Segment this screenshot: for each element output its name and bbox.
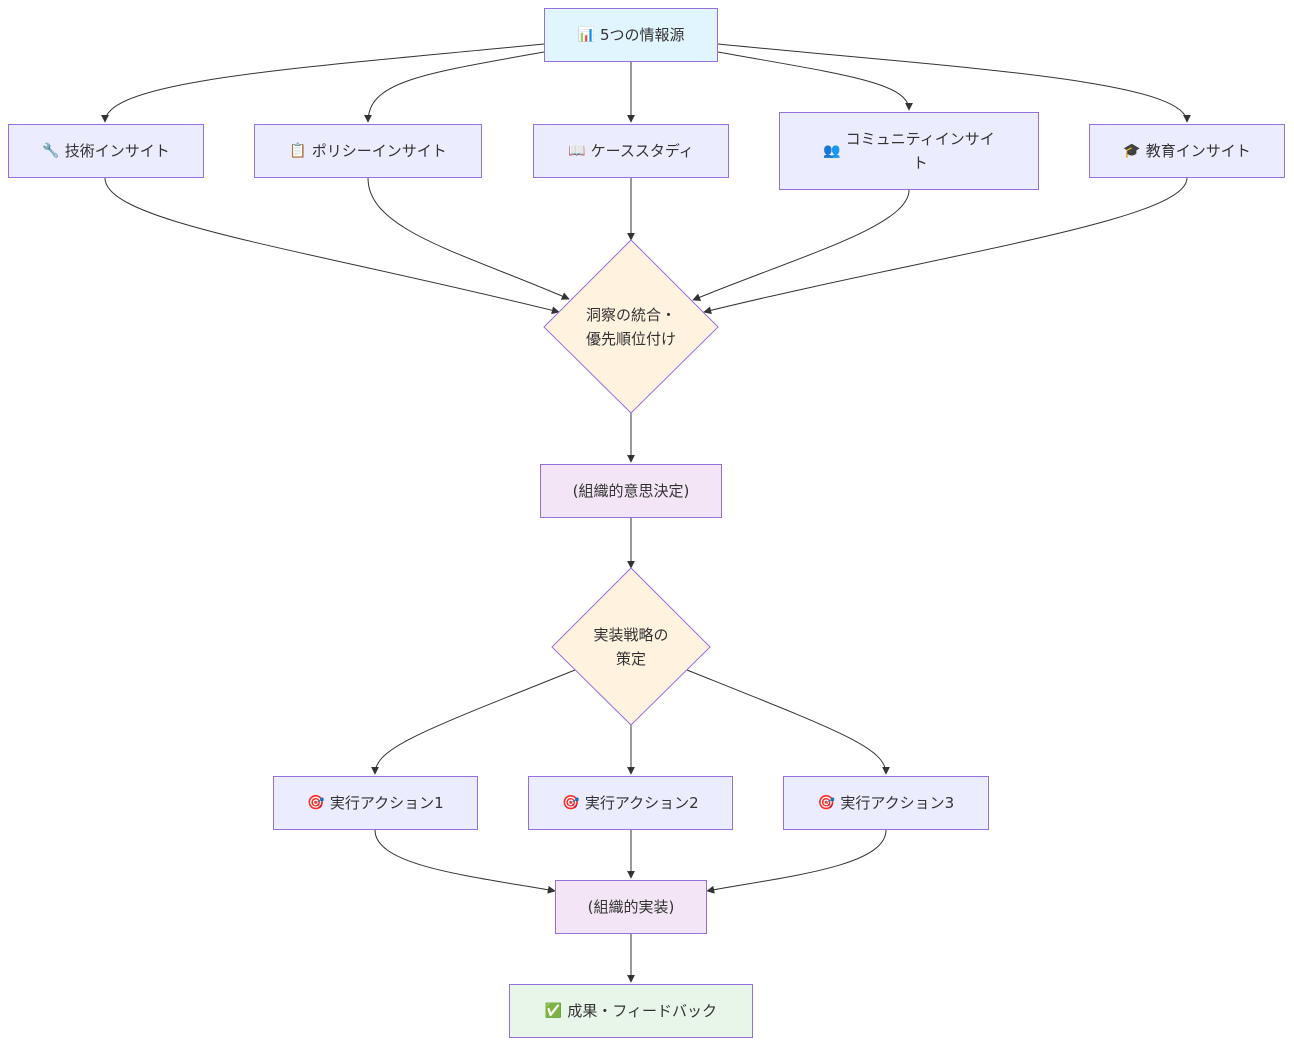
education-insight-node: 🎓 教育インサイト [1089,124,1285,178]
organizational-decision-label: (組織的意思決定) [572,482,690,500]
edge-source-to-tech [101,43,545,123]
community-insight-label: コミュニティインサイ ト [845,130,995,172]
action-2-label: 実行アクション2 [584,794,699,812]
action-1-label: 実行アクション1 [329,794,444,812]
edge-tech-to-integrate [104,177,560,315]
target-icon: 🎯 [307,795,325,811]
community-insight-node: 👥 コミュニティインサイ ト [779,112,1039,190]
action-3-node: 🎯 実行アクション3 [783,776,989,830]
bar-chart-icon: 📊 [577,27,595,43]
target-icon: 🎯 [562,795,580,811]
technical-insight-label: 技術インサイト [64,142,170,160]
case-study-label: ケーススタディ [590,142,694,160]
organizational-decision-node: (組織的意思決定) [540,464,722,518]
integration-prioritization-label: 洞察の統合・ 優先順位付け [585,306,676,348]
integration-decision-shape [543,239,719,414]
wrench-icon: 🔧 [42,143,60,159]
strategy-decision-shape [551,567,711,726]
edge-education-to-integrate [703,177,1188,315]
edge-source-to-education [717,43,1191,123]
results-feedback-node: ✅ 成果・フィードバック [509,984,753,1038]
policy-insight-label: ポリシーインサイト [311,142,447,160]
policy-insight-node: 📋 ポリシーインサイト [254,124,482,178]
action-1-node: 🎯 実行アクション1 [273,776,478,830]
check-mark-icon: ✅ [544,1003,563,1019]
case-study-node: 📖 ケーススタディ [533,124,729,178]
edge-community-to-integrate [692,189,910,301]
edge-strategy-to-action3 [686,669,890,775]
edge-action1-to-implement [374,829,556,894]
results-feedback-label: 成果・フィードバック [567,1002,718,1020]
implementation-strategy-label: 実装戦略の 策定 [593,626,669,668]
open-book-icon: 📖 [568,143,586,159]
technical-insight-node: 🔧 技術インサイト [8,124,204,178]
organizational-implementation-node: (組織的実装) [555,880,707,934]
edge-action3-to-implement [706,829,887,894]
edge-strategy-to-action1 [371,669,576,775]
information-sources-label: 5つの情報源 [599,26,685,44]
edge-policy-to-integrate [367,177,570,300]
graduation-cap-icon: 🎓 [1123,143,1141,159]
action-2-node: 🎯 実行アクション2 [528,776,733,830]
target-icon: 🎯 [817,795,836,811]
information-sources-node: 📊 5つの情報源 [544,8,718,62]
organizational-implementation-label: (組織的実装) [587,898,675,916]
people-icon: 👥 [823,143,841,159]
edge-source-to-community [717,51,913,111]
education-insight-label: 教育インサイト [1145,142,1251,160]
clipboard-icon: 📋 [289,143,307,159]
action-3-label: 実行アクション3 [840,794,955,812]
edge-source-to-policy [364,51,545,123]
